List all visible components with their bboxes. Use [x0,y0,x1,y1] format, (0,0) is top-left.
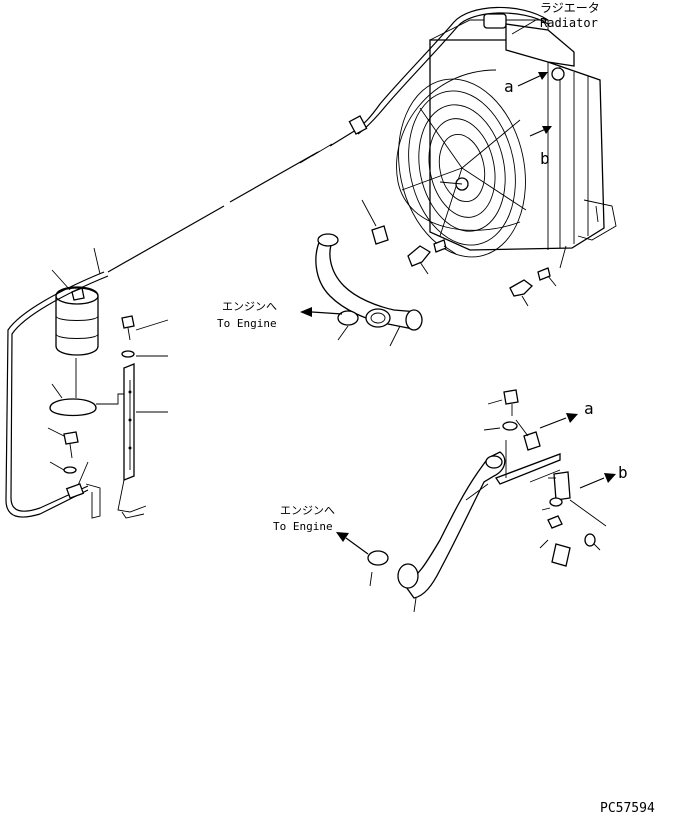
radiator-core [429,39,605,251]
washer-upper-stay [121,350,135,358]
tube-clip-upper [348,115,368,135]
hose-stay-plate [553,471,571,501]
ref-label-a-lower: a [584,399,594,418]
tank-stay [123,363,135,481]
ref-label-b-upper: b [540,149,550,168]
drain-cock-left [407,245,431,267]
to-engine-upper-en: To Engine [217,317,277,330]
bolt-lower-bracket [503,389,519,405]
lower-hose-group [336,389,616,613]
radiator-cap [483,13,507,29]
bolt-upper-stay [121,315,135,329]
lower-hose-bracket [495,453,561,485]
radiator-assembly [396,13,617,258]
tank-band [49,398,97,417]
washer-lower-stay-end [584,533,596,547]
washer-lower-bracket [502,421,518,431]
radiator-label-en: Radiator [540,16,598,30]
upper-hose-group [300,181,567,347]
ref-label-a-upper: a [504,77,514,96]
upper-outlet-port [551,67,565,81]
hose-clamp-radiator-lower [523,431,541,451]
bolt-lower-stay [551,543,571,567]
nut-lower-stay [547,515,563,529]
radiator-label-jp: ラジエータ [540,1,600,15]
hose-clamp-engine-lower [367,550,389,566]
ref-label-b-lower: b [618,463,628,482]
radiator-hose-lower [403,451,506,599]
hose-clamp-radiator-upper [371,225,389,245]
washer-band [63,466,77,474]
hose-clip-lower [65,483,85,499]
bolt-band [63,431,79,445]
to-engine-lower-jp: エンジンへ [280,504,335,517]
drain-valve-fitting-right [537,267,551,281]
hose-connector-upper [365,308,391,328]
drain-cock-right [509,279,533,297]
hose-clamp-engine-upper [337,310,359,326]
reserve-tank-hose [5,271,109,519]
drain-valve-fitting-left [433,239,447,253]
top-tank [505,23,575,67]
washer-lower-stay [549,497,563,507]
to-engine-lower-en: To Engine [273,520,333,533]
overflow-tube [107,6,549,273]
reserve-tank-assembly [47,247,169,519]
to-engine-upper-jp: エンジンへ [222,300,277,313]
drawing-number: PC57594 [600,801,655,816]
